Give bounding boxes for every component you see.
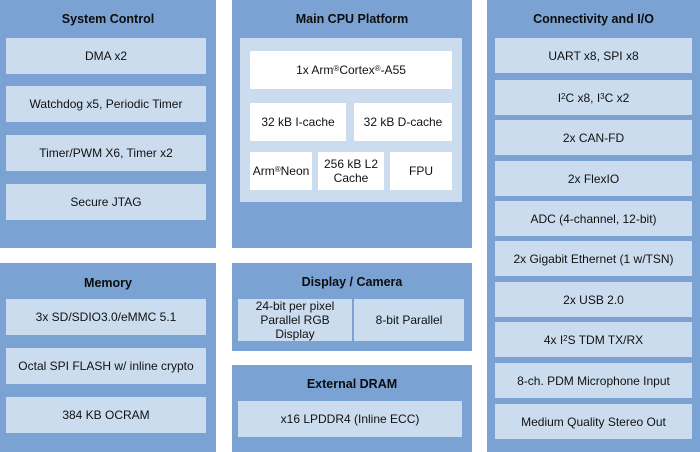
can-fd-block: 2x CAN-FD (495, 120, 692, 155)
octal-spi-flash-block: Octal SPI FLASH w/ inline crypto (6, 348, 206, 384)
ocram-block: 384 KB OCRAM (6, 397, 206, 433)
system-control-panel: System Control DMA x2 Watchdog x5, Perio… (0, 0, 216, 248)
adc-block: ADC (4-channel, 12-bit) (495, 201, 692, 236)
cortex-core-prefix: 1x Arm (296, 63, 334, 77)
fpu-block: FPU (390, 152, 452, 190)
gigabit-ethernet-block: 2x Gigabit Ethernet (1 w/TSN) (495, 241, 692, 276)
pdm-microphone-block: 8-ch. PDM Microphone Input (495, 363, 692, 398)
memory-title: Memory (84, 276, 132, 290)
i2c-text-b: C x8, I (565, 90, 601, 105)
neon-block: Arm® Neon (250, 152, 312, 190)
external-dram-panel: External DRAM x16 LPDDR4 (Inline ECC) (232, 365, 472, 452)
cortex-core-mid: Cortex (339, 63, 375, 77)
timer-pwm-block: Timer/PWM X6, Timer x2 (6, 135, 206, 171)
neon-suffix: Neon (280, 164, 310, 178)
external-dram-title: External DRAM (306, 377, 398, 391)
i2c-text-a: I (557, 90, 562, 105)
i2s-text-a: 4x I (543, 332, 564, 347)
rgb-display-block: 24-bit per pixel Parallel RGB Display (238, 299, 352, 341)
secure-jtag-block: Secure JTAG (6, 184, 206, 220)
main-cpu-title: Main CPU Platform (295, 12, 409, 26)
cortex-core-suffix: -A55 (380, 63, 406, 77)
uart-spi-block: UART x8, SPI x8 (495, 38, 692, 73)
dcache-block: 32 kB D-cache (354, 103, 452, 141)
system-control-title: System Control (61, 12, 155, 26)
watchdog-block: Watchdog x5, Periodic Timer (6, 86, 206, 122)
memory-panel: Memory 3x SD/SDIO3.0/eMMC 5.1 Octal SPI … (0, 263, 216, 452)
lpddr4-block: x16 LPDDR4 (Inline ECC) (238, 401, 462, 437)
sd-emmc-block: 3x SD/SDIO3.0/eMMC 5.1 (6, 299, 206, 335)
display-camera-title: Display / Camera (301, 275, 403, 289)
flexio-block: 2x FlexIO (495, 161, 692, 196)
icache-block: 32 kB I-cache (250, 103, 346, 141)
usb-block: 2x USB 2.0 (495, 282, 692, 317)
i2c-text-c: C x2 (604, 90, 630, 105)
i2s-text-b: S TDM TX/RX (567, 332, 644, 347)
dma-block: DMA x2 (6, 38, 206, 74)
stereo-out-block: Medium Quality Stereo Out (495, 404, 692, 439)
neon-prefix: Arm (252, 164, 275, 178)
connectivity-title: Connectivity and I/O (533, 12, 654, 26)
display-camera-panel: Display / Camera 24-bit per pixel Parall… (232, 263, 472, 351)
cortex-a55-core: 1x Arm® Cortex®-A55 (250, 51, 452, 89)
l2-cache-block: 256 kB L2 Cache (318, 152, 384, 190)
main-cpu-panel: Main CPU Platform 1x Arm® Cortex®-A55 32… (232, 0, 472, 248)
camera-parallel-block: 8-bit Parallel (354, 299, 464, 341)
